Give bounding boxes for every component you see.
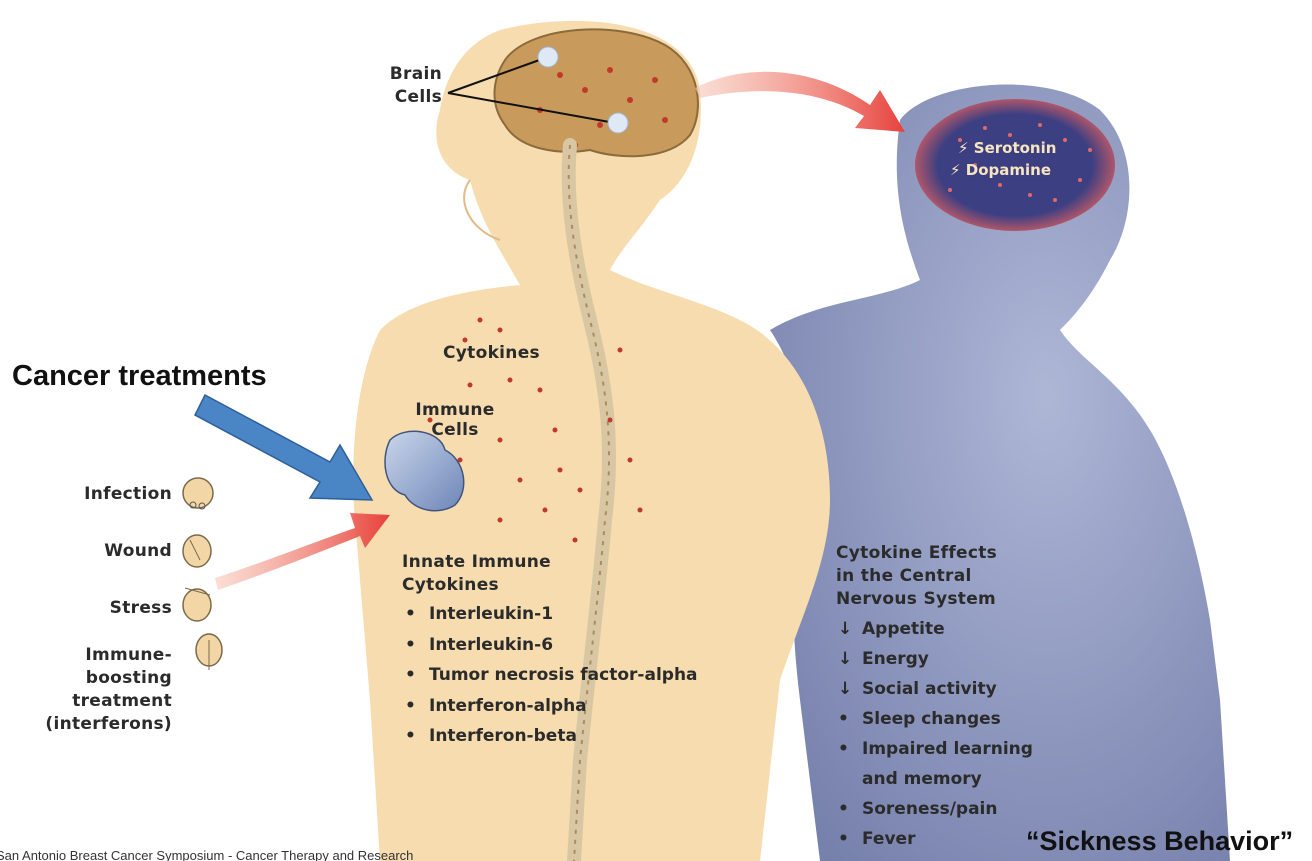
infection-icon: [183, 478, 213, 509]
healthy-brain: [494, 29, 697, 156]
wound-icon: [183, 535, 211, 567]
list-item: •Tumor necrosis factor-alpha: [405, 665, 698, 696]
list-item: •Fever: [838, 829, 1033, 859]
trigger-stress: Stress: [40, 597, 172, 620]
trigger-infection: Infection: [40, 483, 172, 506]
list-item: •Interferon-beta: [405, 726, 698, 757]
cytokines-label: Cytokines: [443, 342, 540, 365]
list-item: and memory: [838, 769, 1033, 799]
brain-cells-label: Brain Cells: [370, 63, 442, 109]
serotonin-label: ⚡︎ Serotonin: [958, 137, 1056, 159]
arrow-to-sick-brain: [695, 72, 905, 132]
arrow-cancer-treatments: [195, 395, 372, 500]
list-item: •Interleukin-6: [405, 635, 698, 666]
neurotransmitter-icon: ⚡︎: [950, 161, 966, 179]
trigger-interferons: Immune- boosting treatment (interferons): [20, 644, 172, 736]
neurotransmitter-icon: ⚡︎: [958, 139, 974, 157]
trigger-wound: Wound: [40, 540, 172, 563]
list-item: •Interferon-alpha: [405, 696, 698, 727]
cancer-treatments-callout: Cancer treatments: [12, 360, 267, 393]
sickness-behavior-callout: “Sickness Behavior”: [1026, 826, 1293, 857]
list-item: ↓Appetite: [838, 619, 1033, 649]
cns-effects-list: ↓Appetite ↓Energy ↓Social activity •Slee…: [838, 619, 1033, 859]
interferon-treatment-icon: [196, 634, 222, 670]
dopamine-label: ⚡︎ Dopamine: [950, 159, 1051, 181]
list-item: •Interleukin-1: [405, 604, 698, 635]
immune-cells-label: Immune Cells: [405, 400, 505, 440]
innate-cytokines-list: •Interleukin-1 •Interleukin-6 •Tumor nec…: [405, 604, 698, 757]
list-item: •Impaired learning: [838, 739, 1033, 769]
list-item: •Soreness/pain: [838, 799, 1033, 829]
source-credit: San Antonio Breast Cancer Symposium - Ca…: [0, 848, 413, 861]
list-item: •Sleep changes: [838, 709, 1033, 739]
list-item: ↓Social activity: [838, 679, 1033, 709]
list-item: ↓Energy: [838, 649, 1033, 679]
stress-icon: [183, 588, 211, 621]
innate-cytokines-title: Innate Immune Cytokines: [402, 551, 551, 597]
cns-effects-title: Cytokine Effects in the Central Nervous …: [836, 542, 997, 611]
